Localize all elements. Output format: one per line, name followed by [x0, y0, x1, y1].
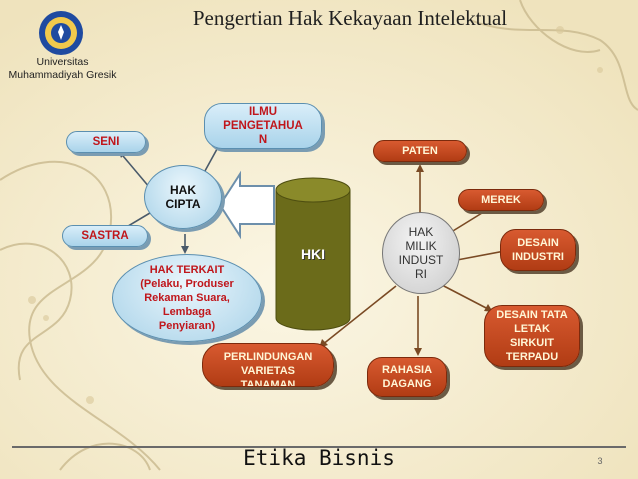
hak-terkait-node: HAK TERKAIT (Pelaku, Produser Rekaman Su…	[112, 254, 262, 342]
paten-node: PATEN	[373, 140, 467, 162]
ilmu-line3: N	[258, 134, 268, 146]
sastra-node: SASTRA	[62, 225, 148, 247]
rahasia-line2: DAGANG	[382, 378, 432, 390]
pvt-line1: PERLINDUNGAN	[223, 351, 313, 363]
merek-node: MEREK	[458, 189, 544, 211]
university-logo	[39, 11, 83, 55]
seni-node: SENI	[66, 131, 146, 153]
hak-cipta-line1: HAK	[169, 183, 196, 197]
rahasia-line1: RAHASIA	[381, 364, 433, 376]
hki-label: HKI	[300, 246, 326, 262]
ilmu-line1: ILMU	[248, 106, 278, 118]
desain-industri-line1: DESAIN	[517, 237, 559, 249]
hak-cipta-node: HAK CIPTA	[144, 165, 222, 229]
rahasia-dagang-node: RAHASIA DAGANG	[367, 357, 447, 397]
university-line2: Muhammadiyah Gresik	[8, 69, 117, 81]
hmi-line4: RI	[414, 267, 427, 281]
university-name: Universitas Muhammadiyah Gresik	[0, 56, 125, 82]
hak-terkait-line1: HAK TERKAIT	[149, 264, 225, 276]
desain-tata-letak-node: DESAIN TATA LETAK SIRKUIT TERPADU	[484, 305, 580, 367]
hak-terkait-line4: Lembaga	[162, 306, 212, 318]
perlindungan-varietas-node: PERLINDUNGAN VARIETAS TANAMAN	[202, 343, 334, 387]
ilmu-line2: PENGETAHUA	[223, 120, 303, 132]
ilmu-pengetahuan-node: ILMU PENGETAHUA N	[204, 103, 322, 149]
hmi-line3: INDUST	[398, 253, 444, 267]
pvt-line3: TANAMAN	[240, 379, 296, 387]
desain-industri-node: DESAIN INDUSTRI	[500, 229, 576, 271]
hak-terkait-line2: (Pelaku, Produser	[140, 278, 234, 290]
dtl-line2: LETAK	[514, 323, 550, 335]
slide-title: Pengertian Hak Kekayaan Intelektual	[192, 6, 508, 30]
footer-divider	[12, 446, 626, 448]
dtl-line1: DESAIN TATA	[496, 309, 568, 321]
desain-industri-line2: INDUSTRI	[512, 251, 564, 263]
hak-milik-industri-node: HAK MILIK INDUST RI	[382, 212, 460, 294]
hmi-line1: HAK	[408, 225, 434, 239]
page-number: 3	[597, 456, 603, 466]
hak-terkait-line5: Penyiaran)	[158, 320, 216, 332]
hak-terkait-line3: Rekaman Suara,	[144, 292, 230, 304]
dtl-line3: SIRKUIT	[510, 337, 554, 349]
hki-cylinder	[275, 177, 351, 331]
hki-to-hak-cipta-arrow	[218, 170, 275, 240]
hak-cipta-line2: CIPTA	[165, 197, 201, 211]
pvt-line2: VARIETAS	[241, 365, 295, 377]
dtl-line4: TERPADU	[505, 351, 559, 363]
hmi-line2: MILIK	[405, 239, 437, 253]
university-line1: Universitas	[36, 56, 89, 68]
footer-label: Etika Bisnis	[243, 446, 395, 470]
